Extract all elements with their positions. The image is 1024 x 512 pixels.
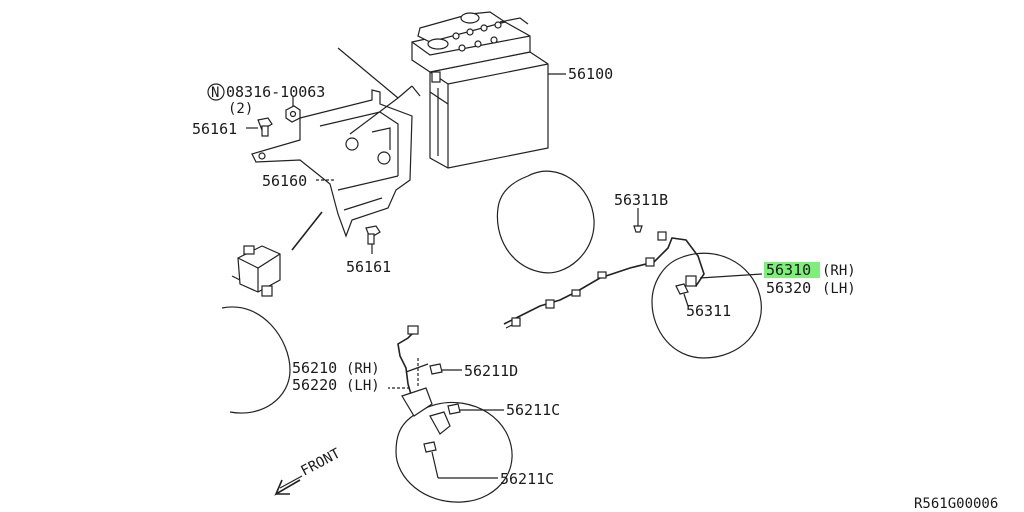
label-56210-side: (RH) <box>346 361 380 377</box>
label-56311: 56311 <box>686 302 731 320</box>
label-56161-lower: 56161 <box>346 258 391 276</box>
label-56320-side: (LH) <box>822 281 856 297</box>
label-56161-upper: 56161 <box>192 120 237 138</box>
highlight-56310 <box>764 262 820 278</box>
bolt-upper-drawing[interactable] <box>257 117 273 137</box>
label-nut-qty: (2) <box>228 101 253 117</box>
label-56310-side: (RH) <box>822 263 856 279</box>
front-direction-arrow-icon <box>274 475 303 496</box>
label-56220-side: (LH) <box>346 378 380 394</box>
bracket-drawing[interactable] <box>251 89 413 238</box>
front-sensor-harness[interactable] <box>397 325 451 435</box>
rear-sensor-harness[interactable] <box>503 231 705 329</box>
label-56211c-upper: 56211C <box>506 401 560 419</box>
front-left-tire <box>221 306 291 414</box>
label-56211d: 56211D <box>464 362 518 380</box>
label-56220: 56220 <box>292 376 337 394</box>
label-56320: 56320 <box>766 279 811 297</box>
label-08316-10063: 08316-10063 <box>226 83 325 101</box>
bolt-lower-drawing[interactable] <box>365 225 381 245</box>
label-front: FRONT <box>298 445 343 479</box>
label-56100: 56100 <box>568 65 613 83</box>
abs-actuator-drawing[interactable] <box>411 11 549 169</box>
label-56160: 56160 <box>262 172 307 190</box>
front-right-tire <box>395 401 513 503</box>
label-56210: 56210 <box>292 359 337 377</box>
label-56310[interactable]: 56310 <box>766 261 811 279</box>
reference-code: R561G00006 <box>914 496 998 512</box>
rear-left-tire <box>496 170 595 274</box>
label-56311b: 56311B <box>614 191 668 209</box>
relay-block-drawing[interactable] <box>231 245 281 297</box>
n-symbol-circle <box>207 83 225 101</box>
label-nut-code: N <box>211 85 219 101</box>
rear-right-tire <box>651 252 762 359</box>
label-56211c-lower: 56211C <box>500 470 554 488</box>
nut-drawing[interactable] <box>285 105 301 123</box>
